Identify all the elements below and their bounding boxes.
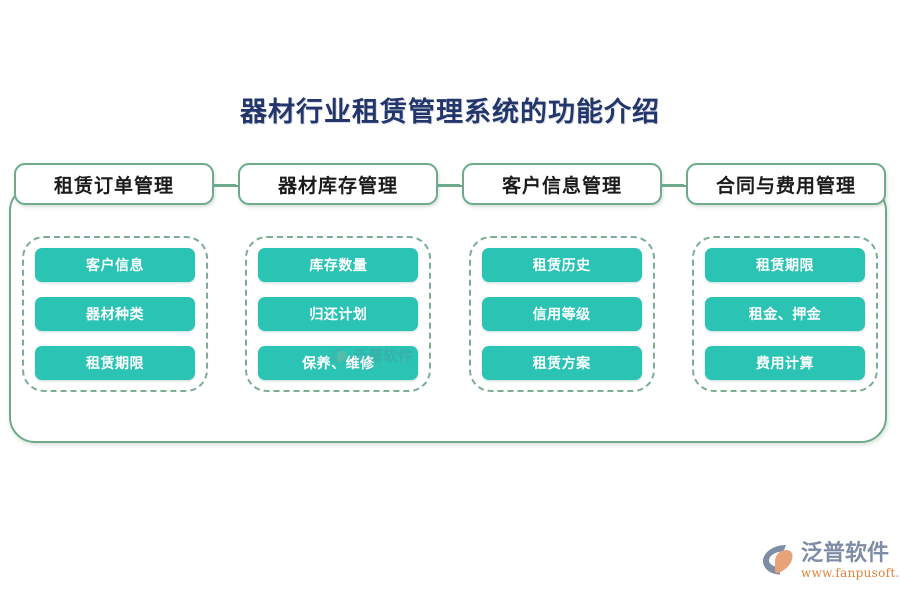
column-header-equipment-inventory[interactable]: 器材库存管理 xyxy=(238,163,438,205)
header-row: 租赁订单管理 器材库存管理 客户信息管理 合同与费用管理 xyxy=(0,163,900,207)
group-box-equipment-inventory: 库存数量 归还计划 保养、维修 xyxy=(245,236,432,392)
item-pill[interactable]: 归还计划 xyxy=(258,297,419,331)
item-pill[interactable]: 库存数量 xyxy=(258,248,419,282)
brand-logo[interactable]: 泛普软件 www.fanpusoft.com xyxy=(762,543,900,580)
header-connector-1 xyxy=(214,184,236,186)
header-connector-3 xyxy=(662,184,684,186)
item-pill[interactable]: 租赁期限 xyxy=(704,248,865,282)
item-pill[interactable]: 租金、押金 xyxy=(704,297,865,331)
column-header-rental-order[interactable]: 租赁订单管理 xyxy=(14,163,214,205)
header-connector-2 xyxy=(438,184,460,186)
group-box-contract-fee: 租赁期限 租金、押金 费用计算 xyxy=(691,236,878,392)
group-box-customer-info: 租赁历史 信用等级 租赁方案 xyxy=(468,236,655,392)
item-pill[interactable]: 租赁期限 xyxy=(35,346,195,380)
item-pill[interactable]: 租赁历史 xyxy=(481,248,642,282)
item-pill[interactable]: 客户信息 xyxy=(35,248,195,282)
column-header-customer-info[interactable]: 客户信息管理 xyxy=(462,163,662,205)
groups-row: 客户信息 器材种类 租赁期限 库存数量 归还计划 保养、维修 租赁历史 信用等级… xyxy=(0,236,900,392)
fanpu-logo-icon xyxy=(762,543,798,577)
item-pill[interactable]: 保养、维修 xyxy=(258,346,419,380)
group-box-rental-order: 客户信息 器材种类 租赁期限 xyxy=(22,236,208,392)
brand-name: 泛普软件 xyxy=(801,541,890,566)
brand-url: www.fanpusoft.com xyxy=(801,566,900,580)
page-title: 器材行业租赁管理系统的功能介绍 xyxy=(240,97,660,128)
brand-logo-texts: 泛普软件 www.fanpusoft.com xyxy=(801,541,900,581)
item-pill[interactable]: 信用等级 xyxy=(481,297,642,331)
item-pill[interactable]: 租赁方案 xyxy=(481,346,642,380)
item-pill[interactable]: 器材种类 xyxy=(35,297,195,331)
item-pill[interactable]: 费用计算 xyxy=(704,346,865,380)
column-header-contract-fee[interactable]: 合同与费用管理 xyxy=(686,163,886,205)
